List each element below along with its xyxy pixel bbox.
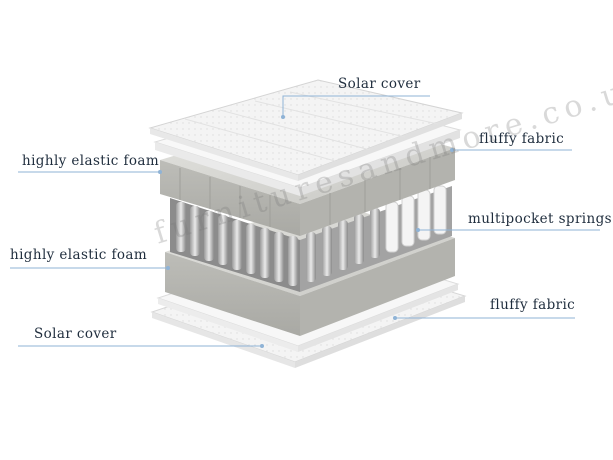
spring-coils-front	[176, 202, 298, 286]
label-fluffy-fabric-bottom: fluffy fabric	[490, 297, 576, 313]
label-solar-cover-bottom: Solar cover	[34, 326, 117, 342]
label-foam-bottom: highly elastic foam	[10, 247, 148, 263]
leader-lines	[10, 95, 600, 348]
label-solar-cover-top: Solar cover	[338, 76, 421, 92]
label-multipocket-springs: multipocket springs	[468, 211, 612, 227]
label-foam-top: highly elastic foam	[22, 153, 160, 169]
top-solar-cover-layer	[148, 79, 464, 181]
label-fluffy-fabric-top: fluffy fabric	[479, 131, 565, 147]
foam-side-ridges	[179, 157, 431, 227]
leader-solar-cover-top	[282, 95, 430, 117]
pocket-spring-unit	[170, 185, 452, 292]
